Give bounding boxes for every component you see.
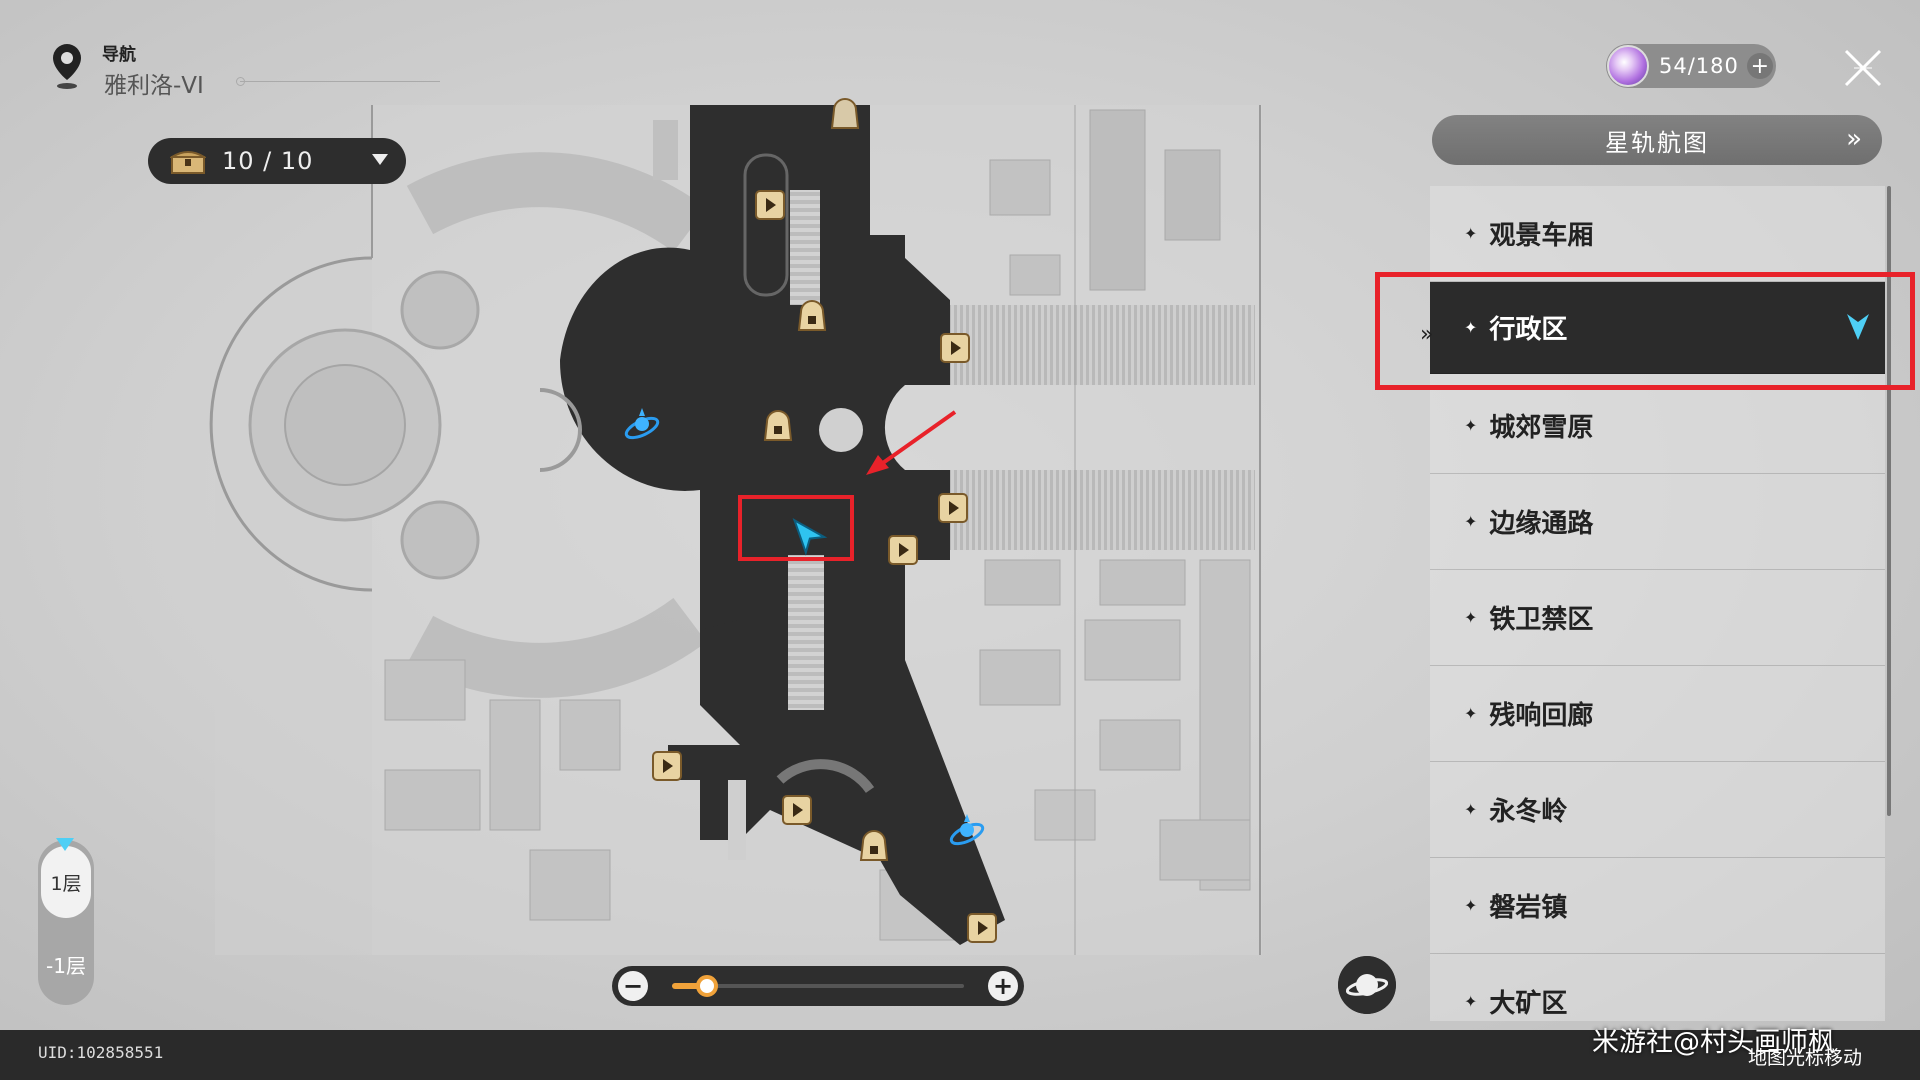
map-markers xyxy=(624,98,997,943)
sparkle-icon: ✦ xyxy=(1464,800,1478,819)
region-label: 观景车厢 xyxy=(1489,221,1594,251)
star-rail-map-label: 星轨航图 xyxy=(1605,128,1709,157)
region-item[interactable]: ✦ 城郊雪原 xyxy=(1430,378,1885,474)
exit-marker[interactable] xyxy=(888,535,918,565)
floor-1-button[interactable]: 1层 xyxy=(41,846,91,918)
region-item[interactable]: ✦ 边缘通路 xyxy=(1430,474,1885,570)
trailblaze-power[interactable]: 54/180 + xyxy=(1606,44,1776,88)
zoom-fill xyxy=(672,983,708,989)
treasure-chest-icon xyxy=(170,151,206,174)
map-canvas[interactable] xyxy=(0,0,1920,1030)
region-label: 铁卫禁区 xyxy=(1489,605,1594,635)
floor-switcher[interactable]: 1层 -1层 xyxy=(38,838,94,1005)
treasure-counter-dropdown[interactable]: 10 / 10 xyxy=(148,138,406,184)
close-icon[interactable] xyxy=(1840,45,1886,91)
bottom-bar xyxy=(0,1030,1920,1080)
region-list[interactable]: ✦观景车厢 ✦行政区 ✦城郊雪原 ✦边缘通路 ✦铁卫禁区 ✦残响回廊 ✦永冬岭 … xyxy=(1430,186,1885,1021)
exit-marker[interactable] xyxy=(782,795,812,825)
annotation-highlight-player xyxy=(738,495,854,561)
trailblaze-power-value: 54/180 xyxy=(1659,54,1739,78)
exit-marker[interactable] xyxy=(938,493,968,523)
region-item-active[interactable]: ✦ 行政区 xyxy=(1430,282,1885,374)
add-power-button[interactable]: + xyxy=(1746,53,1773,79)
space-anchor-icon[interactable] xyxy=(624,408,661,442)
region-label: 磐岩镇 xyxy=(1489,893,1568,923)
sparkle-icon: ✦ xyxy=(1464,512,1478,531)
annotation-highlight-region xyxy=(1375,272,1915,390)
shop-marker[interactable] xyxy=(830,98,860,129)
region-label: 城郊雪原 xyxy=(1489,413,1594,443)
region-item[interactable]: ✦ 残响回廊 xyxy=(1430,666,1885,762)
exit-marker[interactable] xyxy=(652,751,682,781)
chevron-down-icon xyxy=(372,154,388,165)
exit-marker[interactable] xyxy=(755,190,785,220)
zoom-handle[interactable] xyxy=(696,975,719,997)
user-id: UID:102858551 xyxy=(38,1043,164,1062)
page-title: 导航 xyxy=(102,45,136,65)
zoom-slider[interactable]: − + xyxy=(612,966,1024,1006)
walkable-area xyxy=(539,105,1005,945)
sparkle-icon: ✦ xyxy=(1464,224,1478,243)
star-rail-map-button[interactable]: 星轨航图 » xyxy=(1432,115,1882,165)
header-divider xyxy=(240,81,440,82)
region-label: 大矿区 xyxy=(1489,989,1568,1019)
exit-marker[interactable] xyxy=(967,913,997,943)
sparkle-icon: ✦ xyxy=(1464,992,1478,1011)
floor-minus-1-label: -1层 xyxy=(46,954,86,978)
region-item[interactable]: ✦ 观景车厢 xyxy=(1430,186,1885,282)
zoom-out-button[interactable]: − xyxy=(618,971,648,1001)
floor-minus-1-button[interactable]: -1层 xyxy=(38,950,94,979)
current-location-icon xyxy=(1847,314,1869,340)
cursor-move-hint: 地图光标移动 xyxy=(1748,1047,1863,1069)
selection-arrow-icon: » xyxy=(1420,322,1434,347)
watermark: 米游社@村头画师枫 xyxy=(1592,1027,1835,1058)
region-label: 残响回廊 xyxy=(1489,701,1594,731)
red-pointer-arrow xyxy=(866,410,957,475)
sparkle-icon: ✦ xyxy=(1464,318,1478,337)
current-floor-icon xyxy=(56,838,74,851)
shop-marker[interactable] xyxy=(797,300,827,331)
shop-marker[interactable] xyxy=(763,410,793,441)
zoom-in-button[interactable]: + xyxy=(988,971,1018,1001)
region-label: 行政区 xyxy=(1489,315,1568,345)
space-anchor-icon[interactable] xyxy=(949,814,986,848)
sparkle-icon: ✦ xyxy=(1464,608,1478,627)
region-item[interactable]: ✦ 永冬岭 xyxy=(1430,762,1885,858)
trailblaze-power-icon xyxy=(1607,45,1649,87)
chevron-right-icon: » xyxy=(1846,124,1864,154)
sparkle-icon: ✦ xyxy=(1464,704,1478,723)
exit-marker[interactable] xyxy=(940,333,970,363)
sparkle-icon: ✦ xyxy=(1464,416,1478,435)
shop-marker[interactable] xyxy=(859,830,889,861)
player-position-icon xyxy=(792,518,828,556)
region-list-scrollbar[interactable] xyxy=(1887,186,1891,816)
world-name: 雅利洛-VI xyxy=(104,73,204,99)
region-item[interactable]: ✦ 磐岩镇 xyxy=(1430,858,1885,954)
sparkle-icon: ✦ xyxy=(1464,896,1478,915)
region-item[interactable]: ✦ 大矿区 xyxy=(1430,954,1885,1021)
planet-icon[interactable] xyxy=(1338,956,1396,1014)
zoom-track[interactable] xyxy=(672,984,964,988)
floor-1-label: 1层 xyxy=(50,872,82,895)
region-label: 永冬岭 xyxy=(1489,797,1568,827)
region-label: 边缘通路 xyxy=(1489,509,1594,539)
location-pin-icon xyxy=(53,44,81,89)
treasure-count: 10 / 10 xyxy=(222,147,314,175)
region-item[interactable]: ✦ 铁卫禁区 xyxy=(1430,570,1885,666)
